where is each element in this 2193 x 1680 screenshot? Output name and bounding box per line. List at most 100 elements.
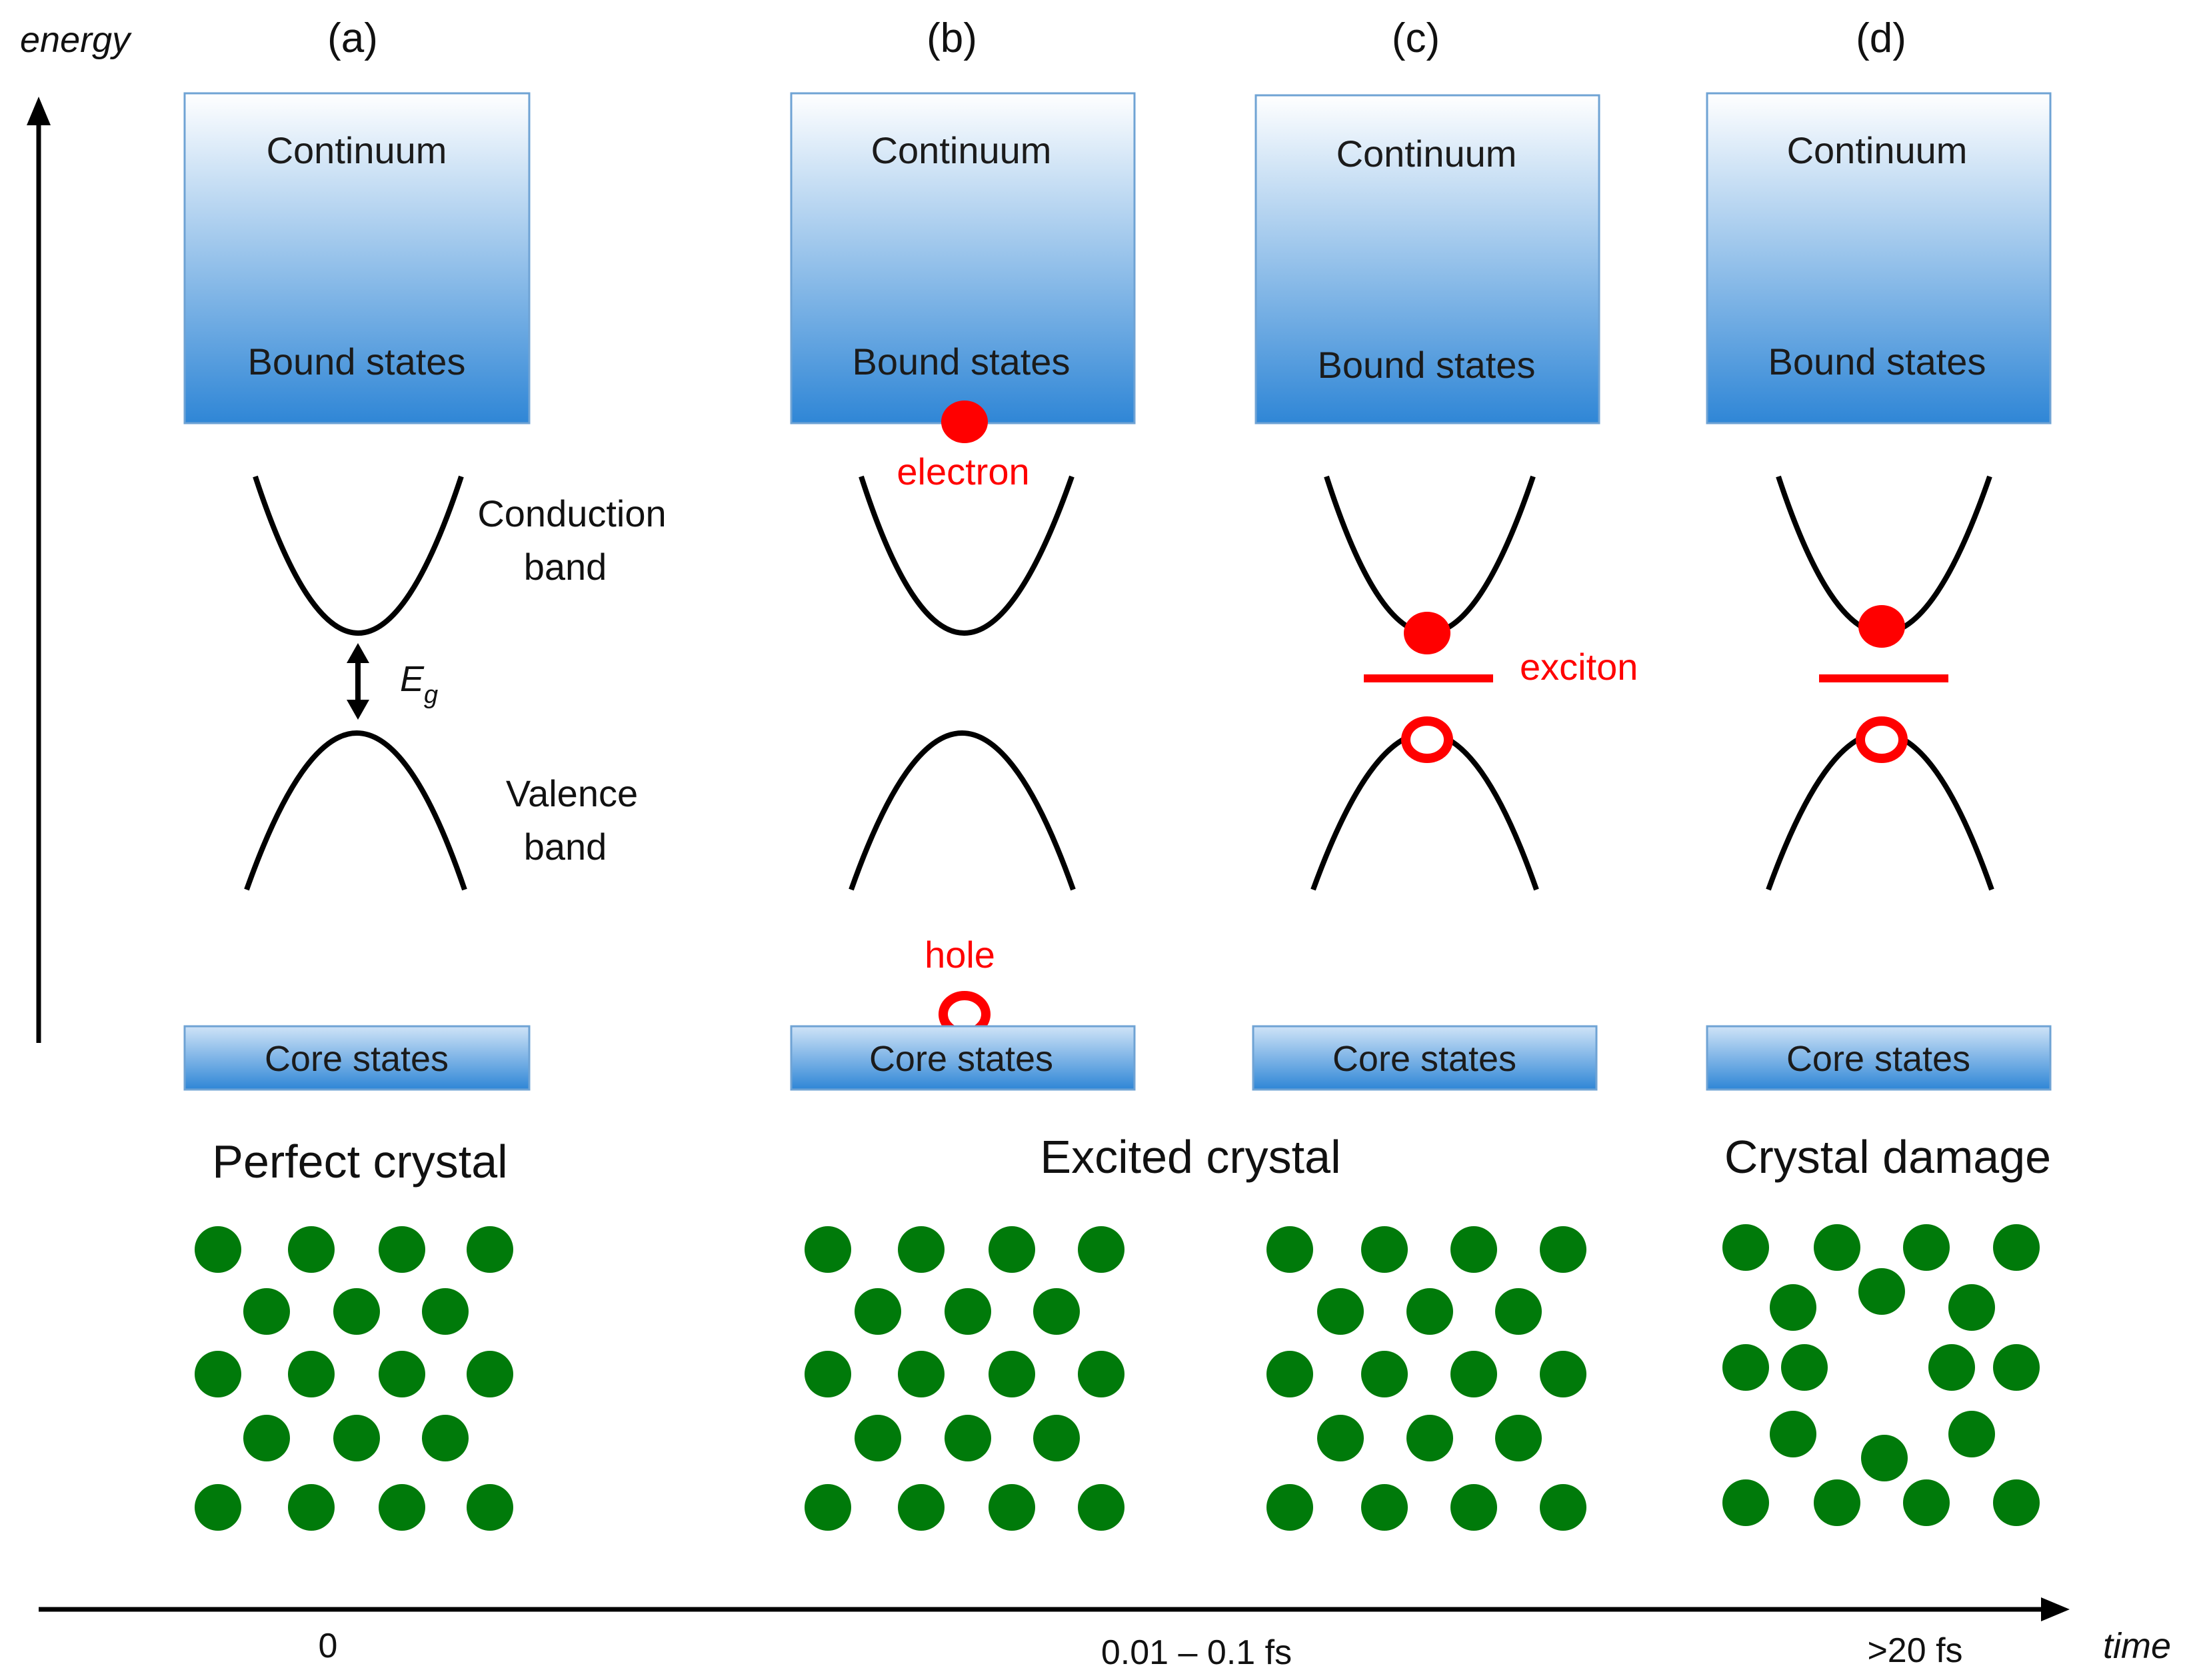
lattice-atom [467,1484,513,1531]
panel-b-continuum-label: Continuum [871,129,1052,171]
panel-c-hole [1401,716,1453,763]
lattice-atom [1948,1284,1995,1331]
stage-label-excited: Excited crystal [1040,1131,1340,1183]
lattice-atom [1495,1415,1542,1461]
lattice-atom [1948,1411,1995,1457]
lattice-atom [1450,1484,1497,1531]
panel-a-conduction-label-1: Conduction [477,492,666,534]
panel-c-core-box [1252,1025,1598,1091]
panel-a-continuum-label: Continuum [267,129,447,171]
lattice-atom [467,1351,513,1397]
lattice-atom [1540,1226,1586,1273]
lattice-atom [898,1351,945,1397]
panel-c-conduction-band [1324,475,1536,636]
lattice-atom [805,1351,851,1397]
panel-c-exciton-label: exciton [1520,646,1638,688]
lattice-atom [1781,1344,1828,1391]
lattice-atom [1540,1484,1586,1531]
lattice-atom [1266,1226,1313,1273]
panel-c-core-label: Core states [1332,1039,1516,1079]
stage-label-perfect: Perfect crystal [212,1136,507,1188]
lattice-atom [1317,1415,1364,1461]
panel-d-hole [1856,716,1908,763]
panel-c-continuum-label: Continuum [1336,133,1517,175]
lattice-atom [243,1415,290,1461]
panel-c-electron [1404,612,1450,654]
lattice-atom [1928,1344,1975,1391]
lattice-atom [1361,1484,1408,1531]
lattice-atom [989,1226,1035,1273]
panel-a: (a) Continuum Bound states Eg Conduction… [183,15,667,1091]
lattice-atom [1861,1435,1908,1481]
lattice-atom [1361,1351,1408,1397]
lattice-atom [288,1484,335,1531]
panel-c-continuum-box [1254,94,1600,424]
lattice-atom [1078,1484,1124,1531]
lattice-atom [1993,1479,2040,1526]
panel-a-core-label: Core states [265,1039,449,1079]
lattice-atom [1450,1226,1497,1273]
panel-c-label: (c) [1392,15,1440,61]
lattice-atom [288,1351,335,1397]
lattice-atom [379,1226,425,1273]
lattice-atom [1993,1344,2040,1391]
lattice-atom [422,1288,469,1335]
lattice-atom [1495,1288,1542,1335]
lattice-atom [1406,1288,1453,1335]
panel-a-bound-label: Bound states [248,341,466,383]
energy-axis: energy [20,20,132,1043]
lattice-atom [195,1351,241,1397]
lattice-atom [1078,1226,1124,1273]
panel-a-valence-label-1: Valence [506,772,638,814]
panel-b-electron [941,401,988,443]
time-tick-0: 0 [319,1627,338,1665]
lattice-atom [1266,1351,1313,1397]
stage-label-damage: Crystal damage [1724,1131,2051,1183]
panel-d-core-label: Core states [1786,1039,1970,1079]
time-tick-2: >20 fs [1867,1631,1962,1670]
lattice-atom [1770,1411,1816,1457]
panel-a-label: (a) [327,15,378,61]
lattice-atom [195,1226,241,1273]
panel-b-electron-label: electron [897,450,1029,492]
lattice-atom [1266,1484,1313,1531]
panel-b-bound-label: Bound states [853,341,1071,383]
energy-axis-label: energy [20,20,132,60]
panel-d-electron [1858,605,1905,648]
panel-d-label: (d) [1856,15,1906,61]
lattice-atom [1361,1226,1408,1273]
lattice-atom [1540,1351,1586,1397]
panel-d: (d) Continuum Bound states Core states [1706,15,2052,1091]
lattice-atom [855,1415,901,1461]
lattice-atom [1722,1224,1769,1271]
panel-a-conduction-band [253,475,464,636]
lattice-atom [379,1484,425,1531]
panel-b-core-label: Core states [869,1039,1053,1079]
lattice-atom [945,1415,991,1461]
lattice-atom [1078,1351,1124,1397]
panel-a-core-box [183,1025,531,1091]
lattice-excited-1 [805,1226,1124,1531]
lattice-atom [945,1288,991,1335]
lattice-atom [243,1288,290,1335]
panel-b-core-box [790,1025,1136,1091]
lattice-atom [1814,1479,1860,1526]
panel-d-continuum-box [1706,92,2052,424]
panel-a-conduction-label-2: band [524,546,607,588]
panel-d-core-box [1706,1025,2052,1091]
lattice-atom [1722,1479,1769,1526]
lattice-atom [1033,1288,1080,1335]
lattice-atom [805,1226,851,1273]
time-axis-label: time [2103,1626,2171,1666]
lattice-atom [1770,1284,1816,1331]
lattice-atom [855,1288,901,1335]
lattice-atom [333,1415,380,1461]
time-axis: time 0 0.01 – 0.1 fs >20 fs [39,1597,2171,1672]
lattice-atom [288,1226,335,1273]
panel-a-valence-label-2: band [524,826,607,868]
lattice-atom [1033,1415,1080,1461]
lattice-atom [1406,1415,1453,1461]
lattice-atom [898,1226,945,1273]
panel-a-gap-arrow [347,643,369,720]
panel-b-label: (b) [927,15,977,61]
